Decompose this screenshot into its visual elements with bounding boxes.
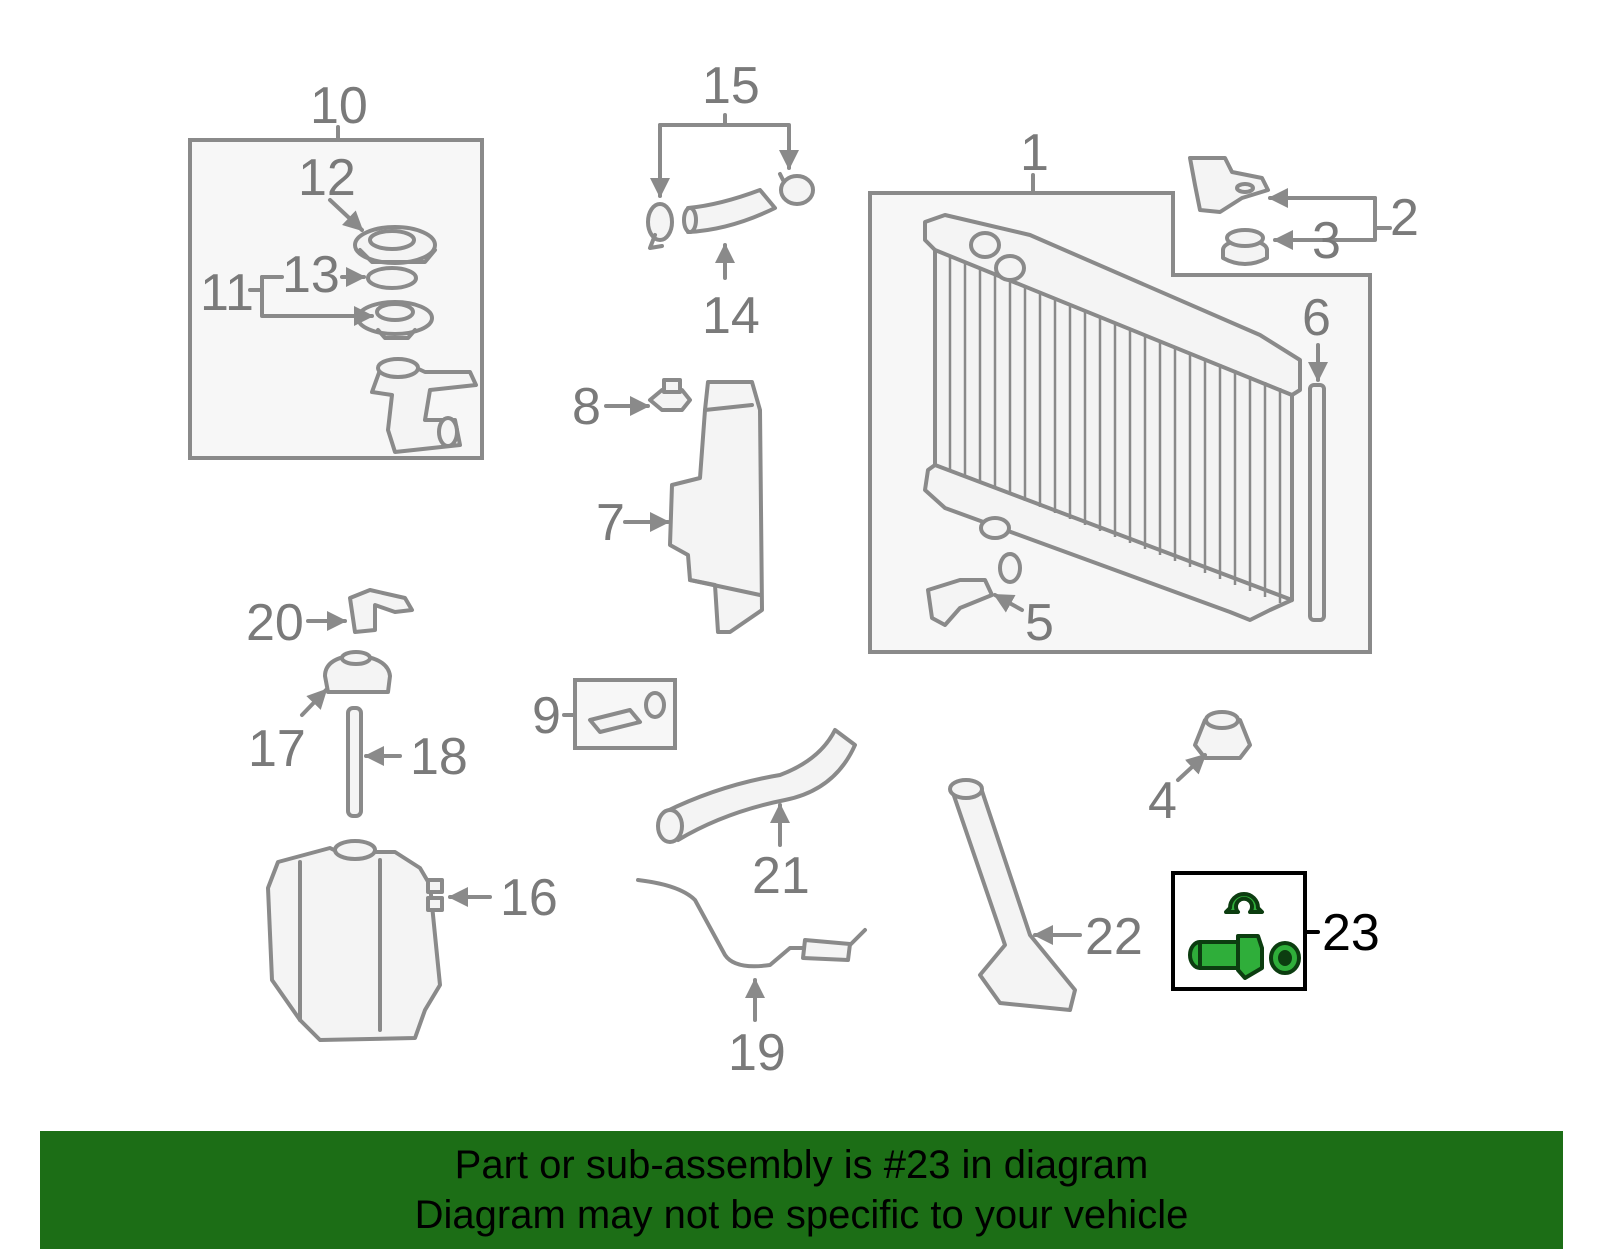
callout-4: 4 <box>1148 772 1177 830</box>
part-18-tube[interactable] <box>346 706 363 818</box>
callout-19: 19 <box>728 1024 786 1082</box>
callout-17: 17 <box>248 720 306 778</box>
part-4-grommet[interactable] <box>1193 710 1252 760</box>
callout-2: 2 <box>1390 189 1419 247</box>
info-banner: Part or sub-assembly is #23 in diagram D… <box>40 1131 1563 1249</box>
part-3-cushion[interactable] <box>1221 228 1269 266</box>
part-17-reservoir-cap[interactable] <box>323 650 392 694</box>
banner-line-part: Part or sub-assembly is #23 in diagram <box>454 1143 1149 1187</box>
part-15-clamp-left[interactable] <box>646 202 674 250</box>
callout-1: 1 <box>1020 124 1049 182</box>
part-8-bolt[interactable] <box>648 378 692 412</box>
part-2-bracket[interactable] <box>1188 156 1270 214</box>
filler-neck[interactable] <box>370 357 478 454</box>
part-9-box[interactable] <box>573 678 677 750</box>
part-16-reservoir-tank[interactable] <box>266 839 444 1042</box>
callout-8: 8 <box>572 378 601 436</box>
callout-11: 11 <box>200 264 254 322</box>
callout-14: 14 <box>702 287 760 345</box>
banner-line-disclaimer: Diagram may not be specific to your vehi… <box>414 1193 1189 1237</box>
callout-12: 12 <box>298 149 356 207</box>
part-23-clip[interactable] <box>1224 892 1264 914</box>
callout-3: 3 <box>1312 212 1341 270</box>
callout-10: 10 <box>310 77 368 135</box>
part-23-connector[interactable] <box>1188 934 1264 980</box>
part-23-box[interactable] <box>1171 871 1307 991</box>
part-20-hose-fitting[interactable] <box>348 588 414 634</box>
part-6-seal-strip[interactable] <box>1308 383 1326 622</box>
callout-22: 22 <box>1085 908 1143 966</box>
part-13-gasket[interactable] <box>366 266 418 290</box>
callout-6: 6 <box>1302 289 1331 347</box>
part-1-radiator[interactable] <box>923 213 1302 622</box>
callout-23: 23 <box>1322 904 1380 962</box>
callout-13: 13 <box>282 246 340 304</box>
callout-labels: 1 2 3 4 5 6 7 8 9 10 11 12 13 14 15 16 1… <box>200 57 1419 1082</box>
part-5-drain-plug[interactable] <box>926 552 1022 627</box>
part-15-clamp-right[interactable] <box>778 172 815 206</box>
part-19-hose[interactable] <box>636 878 867 969</box>
callout-16: 16 <box>500 869 558 927</box>
part-21-hose[interactable] <box>656 728 857 844</box>
part-22-hose[interactable] <box>948 778 1077 1012</box>
part-23-o-ring[interactable] <box>1269 941 1301 975</box>
callout-9: 9 <box>532 687 561 745</box>
part-14-hose[interactable] <box>682 188 777 234</box>
part-7-shroud[interactable] <box>668 380 764 634</box>
radiator-core-fins <box>948 256 1282 603</box>
callout-15: 15 <box>702 57 760 115</box>
assembly-box-10 <box>188 125 484 460</box>
callout-21: 21 <box>752 847 810 905</box>
callout-5: 5 <box>1025 594 1054 652</box>
callout-20: 20 <box>246 594 304 652</box>
callout-18: 18 <box>410 728 468 786</box>
part-12-cap[interactable] <box>353 225 437 265</box>
callout-7: 7 <box>596 494 625 552</box>
